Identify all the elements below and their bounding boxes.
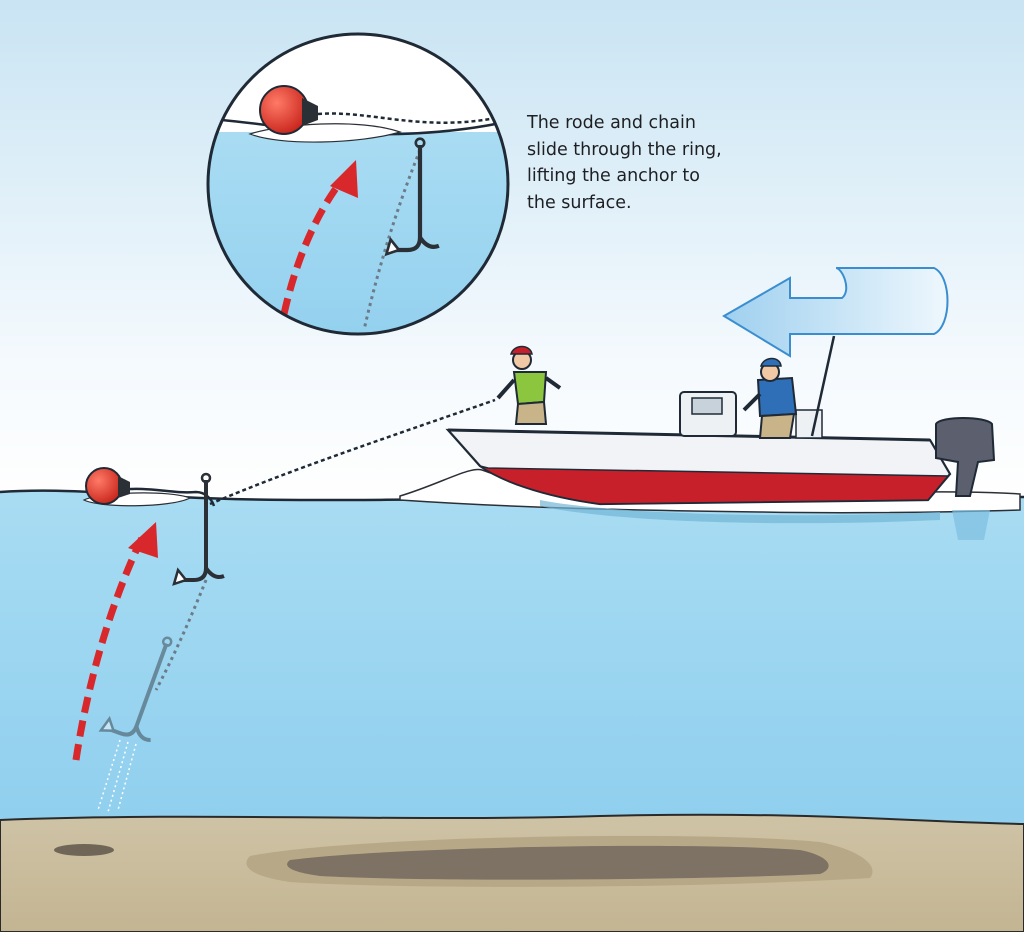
rode-float-line [117, 487, 216, 507]
caption-line-2: slide through the ring, [527, 139, 722, 160]
console-windshield [691, 397, 723, 415]
caption-line-3: lifting the anchor to [527, 166, 700, 186]
lift-arrow-main [72, 536, 146, 761]
boat-shadow-core [287, 845, 829, 880]
engine-reflection [952, 510, 990, 540]
center-console-boat [445, 335, 996, 506]
hull-stripe [479, 465, 950, 505]
motion-arrow [722, 267, 949, 358]
fishing-rod [810, 335, 836, 437]
anchor-chain [154, 579, 208, 691]
crewman-bow [496, 345, 562, 425]
anchor-hole [54, 844, 114, 856]
inset-chain [362, 149, 422, 331]
water [0, 490, 1024, 830]
leaning-post [795, 409, 823, 439]
hull-reflection [540, 500, 940, 524]
inset-frame [206, 32, 510, 336]
buoy-collar [118, 476, 130, 498]
sky-background [0, 0, 1024, 500]
skipper [742, 357, 798, 439]
caption-line-1: The rode and chain [527, 113, 696, 133]
inset-buoy-collar [302, 98, 318, 126]
inset-buoy [259, 85, 309, 135]
inset-caption: The rode and chain slide through the rin… [527, 110, 767, 216]
lift-arrow-main-head [128, 522, 158, 558]
inset-lift-arrow [280, 177, 345, 315]
caption-line-4: the surface. [527, 192, 632, 213]
outboard-engine [935, 417, 996, 497]
ghost-trail [97, 739, 137, 813]
inset-rode [317, 112, 497, 124]
buoy [85, 467, 123, 505]
inset-lift-arrow-head [330, 160, 358, 198]
